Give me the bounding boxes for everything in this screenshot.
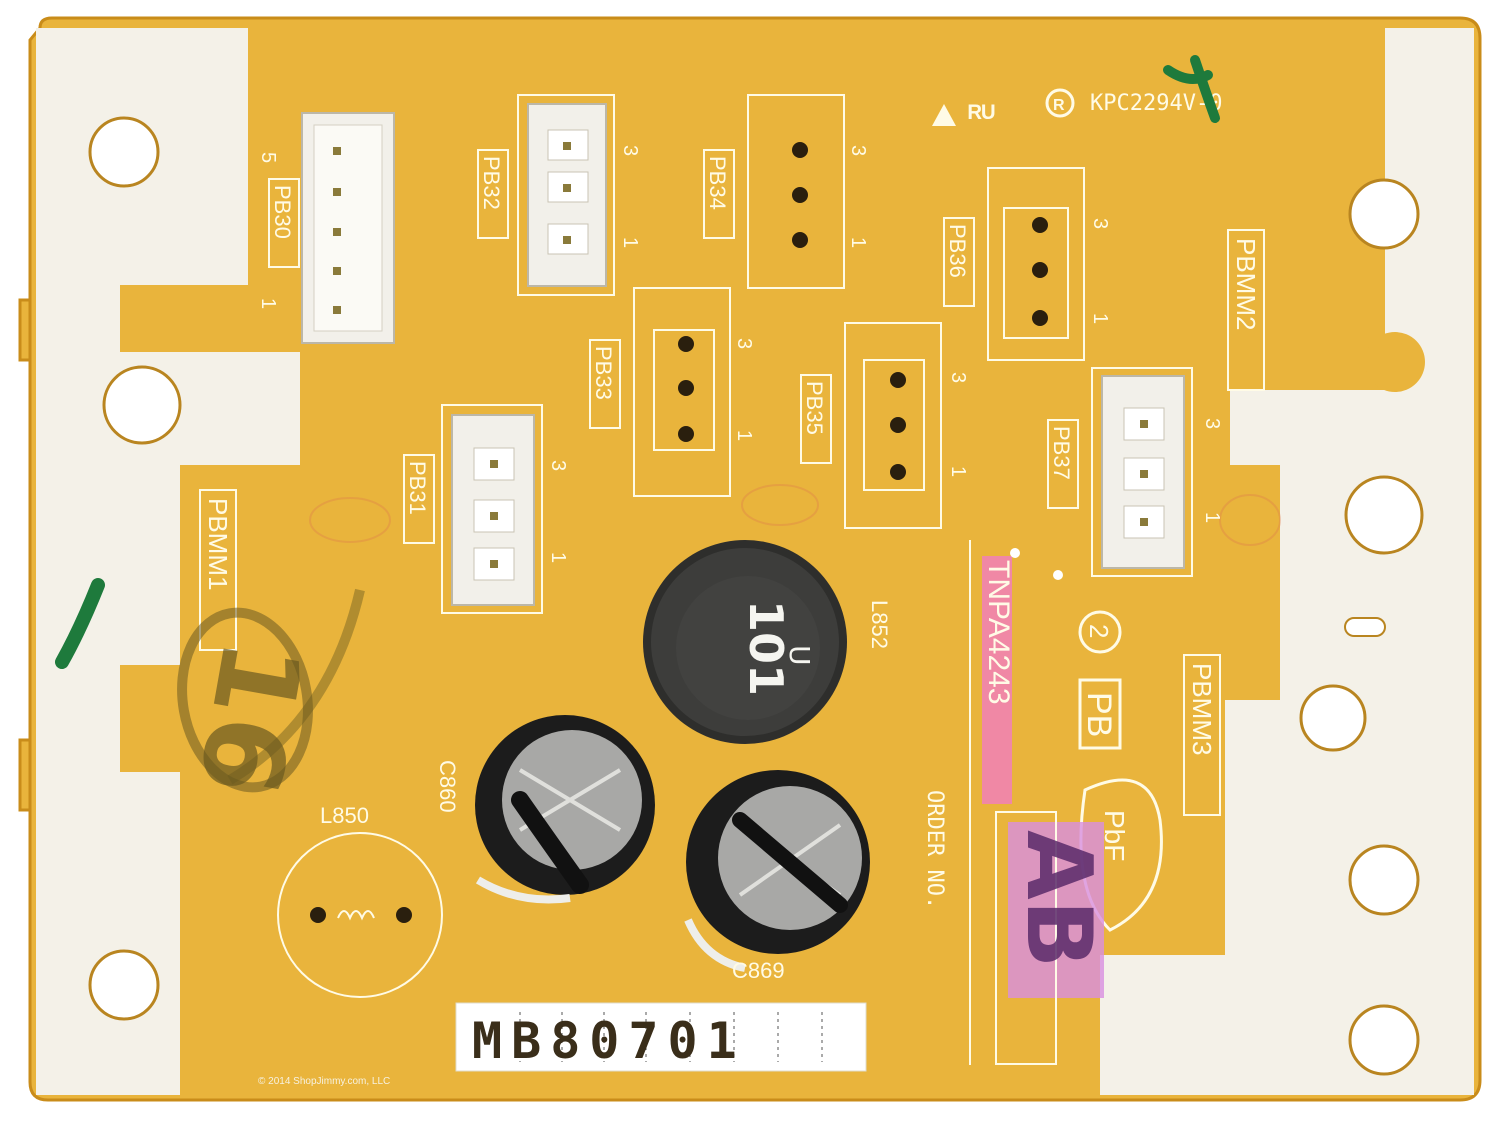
label-pb37: PB37 bbox=[1049, 426, 1074, 480]
inductor-marking: 101 bbox=[739, 600, 793, 696]
pin-number: 1 bbox=[1201, 512, 1223, 523]
connector-pb35 bbox=[844, 322, 942, 529]
green-paint-mark bbox=[55, 578, 105, 669]
label-pb33: PB33 bbox=[591, 346, 616, 400]
order-suffix: AB bbox=[1006, 830, 1111, 968]
pin-number: 1 bbox=[847, 237, 869, 248]
pink-highlight bbox=[982, 556, 1012, 804]
label-pb36: PB36 bbox=[945, 224, 970, 278]
order-label: ORDER NO. bbox=[922, 790, 947, 909]
label-pb30: PB30 bbox=[270, 185, 295, 239]
lead-free-text: PbF bbox=[1099, 810, 1130, 861]
pin-number: 3 bbox=[847, 145, 869, 156]
pin-number: 1 bbox=[619, 237, 641, 248]
label-c869: C869 bbox=[732, 958, 785, 983]
handwritten-16: 16 bbox=[174, 588, 365, 804]
label-pbmm1: PBMM1 bbox=[203, 498, 233, 590]
svg-text:R: R bbox=[1053, 97, 1065, 114]
slot-hole bbox=[1344, 617, 1386, 637]
revision-number: 2 bbox=[1084, 624, 1114, 638]
label-pb31: PB31 bbox=[405, 461, 430, 515]
connector-pb34 bbox=[747, 94, 845, 289]
pin-number: 3 bbox=[947, 372, 969, 383]
connector-pb30 bbox=[301, 112, 395, 344]
pin-number: 1 bbox=[733, 430, 755, 441]
faint-ink-marks bbox=[309, 484, 1281, 546]
inductor-l852: 101 U bbox=[643, 540, 847, 744]
pin-number: 3 bbox=[1201, 418, 1223, 429]
connector-pb31 bbox=[441, 404, 543, 614]
green-paint-mark bbox=[1163, 55, 1220, 123]
pin-number: 5 bbox=[257, 152, 279, 163]
mounting-holes bbox=[88, 116, 1424, 1076]
pin-number: 1 bbox=[947, 466, 969, 477]
fiducial bbox=[1053, 570, 1063, 580]
order-suffix-box bbox=[995, 811, 1057, 1065]
connector-pb36 bbox=[987, 167, 1085, 361]
label-c860: C860 bbox=[435, 760, 460, 813]
ul-mark: ᴿᵁ R bbox=[932, 88, 1075, 133]
pin-number: 1 bbox=[547, 552, 569, 563]
label-pb32: PB32 bbox=[479, 156, 504, 210]
label-l850: L850 bbox=[320, 803, 369, 828]
revision-mark: 2 bbox=[1078, 610, 1122, 654]
fiducial bbox=[1010, 548, 1020, 558]
connector-pb37 bbox=[1091, 367, 1193, 577]
board-notch bbox=[1365, 332, 1425, 392]
capacitor-c860 bbox=[475, 715, 655, 904]
pin-number: 1 bbox=[1089, 313, 1111, 324]
label-pb34: PB34 bbox=[705, 156, 730, 210]
pin-number: 3 bbox=[733, 338, 755, 349]
serial-label: MB80701 bbox=[455, 1002, 867, 1072]
label-pbmm3: PBMM3 bbox=[1187, 663, 1217, 755]
label-pb35: PB35 bbox=[802, 381, 827, 435]
connector-pb32 bbox=[517, 94, 615, 296]
cert-code: KPC2294V-0 bbox=[1090, 91, 1222, 116]
pin-number: 3 bbox=[547, 460, 569, 471]
pin-number: 1 bbox=[257, 298, 279, 309]
pin-number: 3 bbox=[1089, 218, 1111, 229]
copyright-notice: © 2014 ShopJimmy.com, LLC bbox=[258, 1076, 391, 1087]
svg-text:ᴿᵁ: ᴿᵁ bbox=[968, 100, 995, 133]
l850-footprint bbox=[277, 832, 443, 998]
inductor-marking-sub: U bbox=[783, 645, 816, 666]
capacitor-c869 bbox=[684, 770, 870, 972]
label-pbmm2: PBMM2 bbox=[1231, 238, 1261, 330]
connector-pb33 bbox=[633, 287, 731, 497]
board-code: PB bbox=[1078, 678, 1122, 750]
pin-number: 3 bbox=[619, 145, 641, 156]
handwritten-number: 16 bbox=[174, 631, 327, 804]
serial-number: MB80701 bbox=[472, 1012, 746, 1070]
part-number: TNPA4243 bbox=[982, 560, 1015, 705]
label-l852: L852 bbox=[867, 600, 892, 649]
board-code-text: PB bbox=[1080, 692, 1118, 737]
